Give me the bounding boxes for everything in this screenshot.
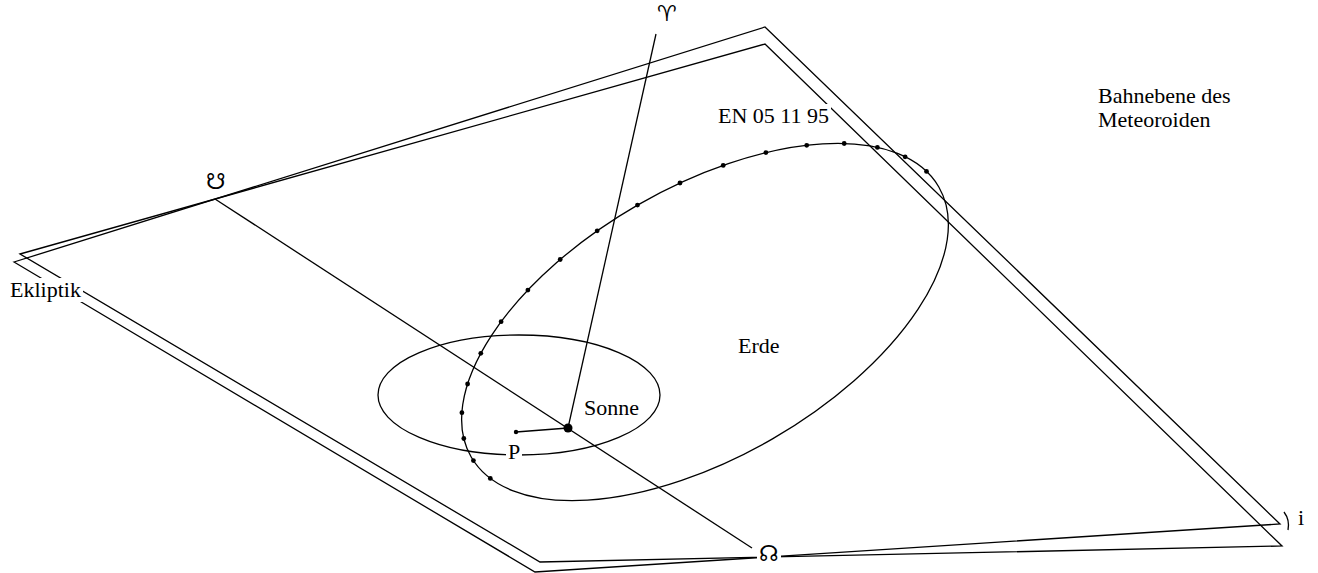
position-dot [526, 288, 531, 293]
position-dot [478, 351, 483, 356]
orbit-label: EN 05 11 95 [716, 104, 831, 128]
orbit-positions [460, 141, 929, 481]
plane-label: Bahnebene des Meteoroiden [1096, 84, 1275, 132]
position-dot [471, 458, 476, 463]
point-label: P [506, 440, 522, 464]
position-dot [595, 228, 600, 233]
meteoroid-orbit [404, 70, 1007, 573]
position-dot [465, 382, 470, 387]
position-dot [499, 319, 504, 324]
vernal-direction [568, 34, 656, 428]
position-dot [764, 150, 769, 155]
angle-label: i [1296, 506, 1306, 530]
orbit-label: Erde [736, 334, 782, 358]
ascending-node-symbol: ☊ [757, 542, 781, 566]
position-dot [635, 203, 640, 208]
position-dot [842, 141, 847, 146]
perihelion-line [516, 428, 568, 432]
position-dot [903, 154, 908, 159]
position-dot [678, 181, 683, 186]
position-dot [488, 476, 493, 481]
position-dot [461, 436, 466, 441]
position-dot [924, 169, 929, 174]
descending-node-symbol: ☋ [204, 170, 228, 194]
position-dot [558, 257, 563, 262]
perihelion-dot [514, 430, 518, 434]
body-label: Sonne [582, 396, 641, 420]
earth-orbit [378, 335, 660, 455]
position-dot [875, 145, 880, 150]
plane-label: Ekliptik [8, 278, 83, 302]
position-dot [804, 143, 809, 148]
orbit-plane [20, 44, 1282, 562]
vernal-symbol: ♈ [655, 2, 679, 26]
inclination-mark [1284, 512, 1289, 530]
line-of-nodes [215, 199, 752, 548]
position-dot [721, 163, 726, 168]
position-dot [460, 410, 465, 415]
sun-dot [564, 424, 573, 433]
